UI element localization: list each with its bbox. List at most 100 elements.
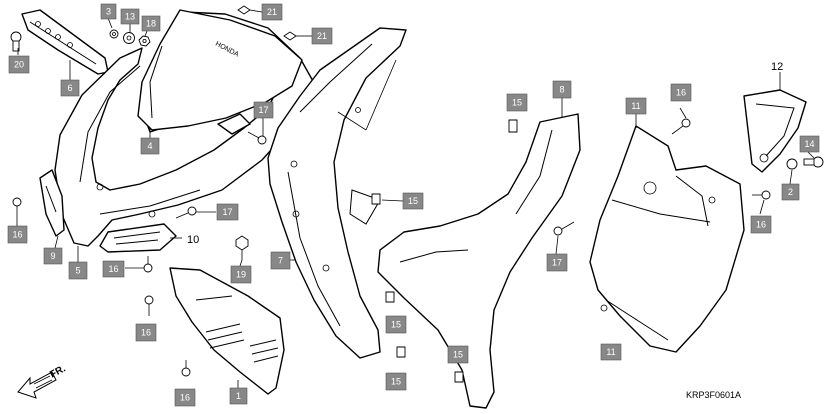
callout-16e: 16	[670, 83, 692, 102]
screw-16-right	[752, 190, 771, 200]
callout-17a: 17	[253, 101, 274, 119]
clip-15-a	[508, 119, 518, 133]
svg-text:5: 5	[75, 266, 80, 276]
washer-3	[109, 29, 119, 39]
svg-text:17: 17	[258, 105, 268, 115]
screw-16-bottom	[181, 360, 191, 377]
callout-19: 19	[230, 265, 252, 284]
screw-16-right-top	[671, 118, 691, 135]
callout-2: 2	[781, 183, 800, 201]
callout-16a: 16	[7, 225, 28, 244]
clip-21-lower	[283, 31, 297, 41]
svg-text:16: 16	[108, 264, 118, 274]
label-10: 10	[187, 234, 199, 246]
svg-text:4: 4	[147, 141, 152, 151]
svg-text:3: 3	[106, 7, 111, 17]
diagram-code: KRP3F0601A	[686, 390, 741, 400]
inner-cover-part	[589, 125, 745, 353]
grommet-2	[786, 158, 798, 170]
svg-text:19: 19	[236, 270, 246, 280]
svg-text:15: 15	[391, 377, 401, 387]
callout-11a: 11	[625, 97, 647, 115]
svg-text:11: 11	[606, 347, 615, 357]
callout-7: 7	[270, 251, 291, 270]
clip-15-c	[385, 291, 395, 303]
callout-15a: 15	[402, 192, 424, 210]
bolt-20	[10, 31, 22, 52]
callout-21a: 21	[261, 3, 283, 21]
callout-18: 18	[141, 15, 161, 32]
callout-8: 8	[552, 80, 572, 99]
svg-text:2: 2	[788, 187, 793, 197]
callout-9: 9	[43, 247, 63, 265]
callout-5: 5	[68, 261, 88, 280]
screw-16-mid	[143, 256, 153, 273]
svg-text:17: 17	[222, 207, 232, 217]
side-bracket-part	[39, 169, 65, 237]
svg-text:17: 17	[552, 258, 562, 268]
svg-text:15: 15	[453, 350, 463, 360]
callout-4: 4	[140, 137, 160, 155]
svg-text:14: 14	[804, 139, 814, 149]
svg-text:16: 16	[676, 88, 686, 98]
callout-20: 20	[8, 55, 30, 74]
svg-text:6: 6	[67, 83, 72, 93]
screw-17-mid	[175, 206, 197, 219]
svg-text:18: 18	[146, 19, 156, 29]
callout-15e: 15	[447, 345, 469, 364]
screw-17-upper	[247, 131, 267, 145]
callout-11b: 11	[600, 343, 622, 361]
stay-cover-part	[743, 89, 807, 173]
svg-text:7: 7	[278, 256, 283, 266]
stay-piece	[217, 113, 251, 135]
callout-16d: 16	[174, 388, 196, 407]
upper-bracket-part	[21, 9, 109, 75]
callout-17c: 17	[546, 253, 568, 272]
svg-text:15: 15	[512, 98, 522, 108]
svg-text:16: 16	[180, 393, 190, 403]
callout-16b: 16	[102, 260, 125, 278]
clip-15-d	[396, 346, 406, 358]
inner-panel-part	[377, 113, 581, 409]
callout-1: 1	[229, 387, 248, 405]
screw-16-left	[12, 197, 22, 218]
front-direction-indicator: FR.	[17, 363, 68, 399]
svg-text:21: 21	[267, 7, 277, 17]
callout-15c: 15	[385, 315, 407, 334]
screw-16-lower	[144, 295, 154, 316]
nut-18	[138, 35, 151, 47]
callout-15d: 15	[385, 372, 407, 391]
callout-21b: 21	[311, 27, 333, 45]
svg-text:9: 9	[50, 251, 55, 261]
callout-16f: 16	[750, 215, 772, 234]
middle-cowl-part	[267, 27, 407, 359]
callout-13: 13	[120, 8, 140, 25]
callout-group: 3 13 18 21 21 20 6 4 17 16 9 5 16 17 19 …	[7, 3, 820, 407]
svg-text:16: 16	[141, 328, 151, 338]
callout-6: 6	[60, 79, 80, 97]
grommet-13	[123, 32, 135, 44]
bolt-19	[235, 235, 249, 260]
svg-text:13: 13	[125, 12, 135, 22]
svg-text:1: 1	[236, 391, 241, 401]
svg-text:16: 16	[756, 220, 766, 230]
callout-3: 3	[100, 3, 117, 20]
bolt-14	[803, 156, 824, 168]
leader-lines	[16, 9, 815, 388]
svg-text:15: 15	[408, 196, 418, 206]
svg-text:8: 8	[559, 85, 564, 95]
clip-15-e	[454, 371, 464, 383]
callout-16c: 16	[135, 323, 157, 342]
clip-15-b	[371, 193, 381, 205]
air-duct-part	[99, 223, 177, 253]
svg-text:20: 20	[14, 60, 24, 70]
svg-text:15: 15	[391, 320, 401, 330]
direction-label: FR.	[48, 363, 68, 380]
clip-21-top	[237, 5, 251, 15]
label-12: 12	[771, 61, 783, 73]
screw-17-right	[553, 221, 575, 236]
windscreen-part: HONDA	[137, 9, 303, 131]
callout-14: 14	[799, 135, 820, 153]
callout-17b: 17	[216, 203, 239, 221]
